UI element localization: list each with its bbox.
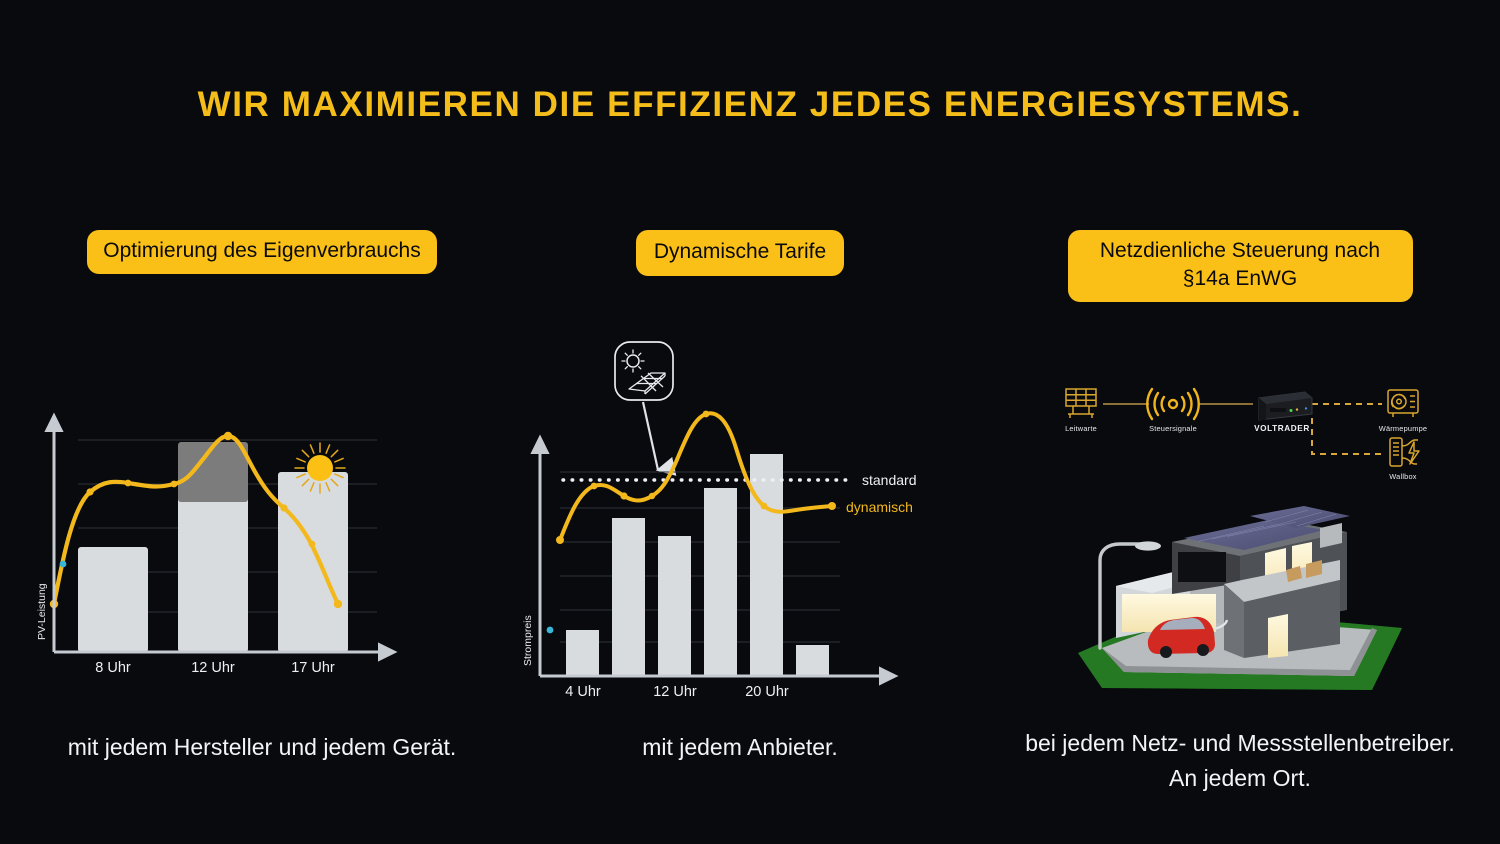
- device-box-icon: [1258, 391, 1313, 421]
- link-voltrader-wallbox: [1311, 418, 1382, 455]
- bar-p2-0: [566, 630, 599, 676]
- solar-roof: [1184, 506, 1350, 550]
- flow-connections: [1103, 403, 1382, 455]
- pv-curve: [51, 433, 341, 607]
- wallbox-charger-icon: [1389, 437, 1420, 467]
- caption-2: mit jedem Anbieter.: [642, 734, 838, 760]
- flow-label-wallbox: Wallbox: [1389, 472, 1417, 481]
- legend-dynamisch: dynamisch: [846, 499, 913, 515]
- flow-diagram: Leitwarte Steuersignale: [1050, 378, 1440, 496]
- flow-label-steuersignale: Steuersignale: [1149, 424, 1197, 433]
- bar-p2-5: [796, 645, 829, 676]
- bar-17uhr: [278, 472, 348, 652]
- pv-curve-points: [49, 431, 343, 609]
- bar-p2-1: [612, 518, 645, 676]
- x-tick-p2-0: 4 Uhr: [565, 684, 601, 700]
- bar-p2-3: [704, 488, 737, 676]
- terrace-furniture: [1286, 560, 1322, 582]
- chart-1-svg: PV-Leistung 8 Uhr 12 Uhr 17 Uhr: [36, 412, 398, 676]
- house-render-svg: [1078, 506, 1402, 690]
- bar-p2-4: [750, 454, 783, 676]
- panel-optimierung: Optimierung des Eigenverbrauchs: [32, 230, 492, 830]
- x-tick-p2-2: 12 Uhr: [653, 684, 697, 700]
- panel-dynamische-tarife: Dynamische Tarife: [510, 230, 970, 830]
- bar-p2-2: [658, 536, 691, 676]
- sun-icon: [294, 442, 346, 494]
- street-lamp: [1098, 541, 1161, 650]
- bars-2: [566, 454, 829, 676]
- badge-dynamische-tarife: Dynamische Tarife: [635, 230, 845, 277]
- caption-3: bei jedem Netz- und Messstellenbetreiber…: [1025, 730, 1455, 791]
- solar-panel-icon: [614, 341, 674, 401]
- x-tick-1: 12 Uhr: [191, 660, 235, 676]
- page-title: WIR MAXIMIEREN DIE EFFIZIENZ JEDES ENERG…: [197, 85, 1303, 124]
- flow-label-waermepumpe: Wärmepumpe: [1379, 424, 1427, 433]
- panel-netzdienliche-steuerung: Netzdienliche Steuerung nach §14a EnWG: [1010, 230, 1470, 830]
- arrow-down-icon: [641, 401, 677, 476]
- y-axis-label-1: PV-Leistung: [36, 583, 48, 640]
- x-tick-0: 8 Uhr: [95, 660, 131, 676]
- badge-container-1: Optimierung des Eigenverbrauchs: [32, 230, 492, 275]
- window-dark: [1178, 552, 1226, 582]
- x-tick-2: 17 Uhr: [291, 660, 335, 676]
- bar-12uhr-top: [178, 442, 248, 502]
- terrace: [1224, 560, 1340, 658]
- badge-container-2: Dynamische Tarife: [510, 230, 970, 277]
- bars-1: [78, 442, 348, 652]
- chart-strompreis: Strompreis 4 Uhr 12 Uhr 20 Uhr standard …: [510, 330, 970, 700]
- dynamisch-curve: [558, 411, 834, 542]
- door-lit: [1268, 614, 1288, 658]
- badge-netzdienliche-steuerung: Netzdienliche Steuerung nach §14a EnWG: [1067, 230, 1413, 303]
- legend-standard: standard: [862, 472, 916, 488]
- cyan-marker-2: [546, 626, 554, 634]
- gridlines-2: [560, 471, 840, 643]
- dynamisch-curve-points: [556, 410, 836, 544]
- chart-pv-leistung: PV-Leistung 8 Uhr 12 Uhr 17 Uhr: [32, 348, 492, 678]
- flow-diagram-svg: Leitwarte Steuersignale: [1065, 387, 1427, 481]
- flow-label-leitwarte: Leitwarte: [1065, 424, 1097, 433]
- badge-optimierung: Optimierung des Eigenverbrauchs: [87, 230, 437, 275]
- badge-container-3: Netzdienliche Steuerung nach §14a EnWG: [1010, 230, 1470, 303]
- solar-grid-icon: [1065, 388, 1097, 418]
- red-car: [1147, 616, 1229, 658]
- heat-pump-icon: [1387, 389, 1419, 417]
- wireless-signal-icon: [1146, 387, 1200, 421]
- cyan-marker-1: [59, 560, 67, 568]
- bar-8uhr: [78, 547, 148, 652]
- house-render: [1072, 498, 1412, 698]
- flow-label-voltrader: VOLTRADER: [1254, 424, 1310, 433]
- caption-1: mit jedem Hersteller und jedem Gerät.: [67, 734, 457, 760]
- bar-12uhr-base: [178, 496, 248, 652]
- y-axis-label-2: Strompreis: [522, 615, 534, 666]
- x-tick-p2-4: 20 Uhr: [745, 684, 789, 700]
- chart-2-svg: Strompreis 4 Uhr 12 Uhr 20 Uhr standard …: [522, 341, 916, 700]
